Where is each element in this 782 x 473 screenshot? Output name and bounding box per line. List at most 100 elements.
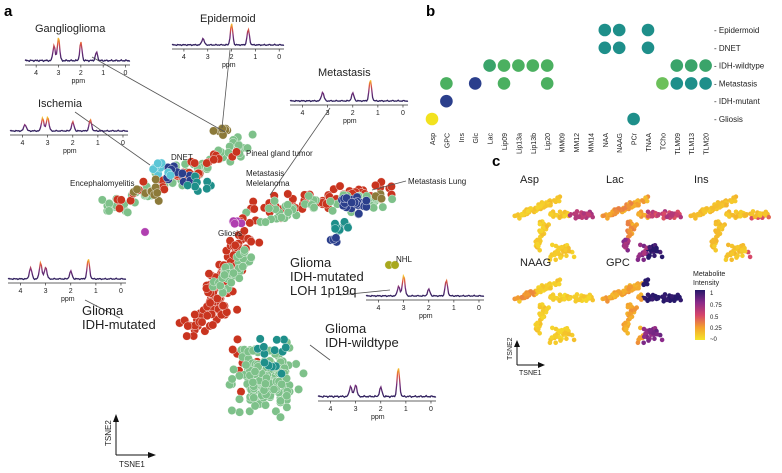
map-point xyxy=(752,214,758,220)
tsne-point xyxy=(378,202,388,212)
tsne-point xyxy=(276,396,285,406)
map-point xyxy=(535,320,540,326)
map-point xyxy=(549,212,554,217)
colorbar-tick-025: 0.25 xyxy=(710,326,722,332)
tsne-point xyxy=(205,298,215,308)
map-point xyxy=(576,214,582,220)
map-point xyxy=(574,294,579,299)
label-nhl: NHL xyxy=(396,255,413,264)
tsne-point xyxy=(202,311,212,321)
map-point xyxy=(553,199,558,204)
map-point xyxy=(557,214,563,219)
dotplot-col-label: NAA xyxy=(603,133,610,148)
annotations: Ganglioglioma Epidermoid Ischemia Metast… xyxy=(35,13,466,350)
tsne-point xyxy=(208,320,218,330)
tsne-point xyxy=(259,342,269,352)
tsne-point xyxy=(183,180,193,190)
map-point xyxy=(731,195,736,200)
map-point xyxy=(734,255,739,260)
panel-label-c: c xyxy=(492,153,500,170)
dotplot-point xyxy=(670,59,684,72)
tsne-point xyxy=(159,184,169,194)
dotplot-point xyxy=(656,77,669,90)
map-point xyxy=(645,297,651,302)
map-point xyxy=(695,211,701,217)
map-point xyxy=(559,244,564,250)
dotplot-point xyxy=(641,23,655,37)
dotplot-point xyxy=(684,59,698,72)
tsne-point xyxy=(209,155,219,165)
tsne-point xyxy=(270,196,279,206)
map-point xyxy=(562,297,567,302)
tsne-axes-a: TSNE2 TSNE1 xyxy=(104,414,156,469)
map-point xyxy=(563,247,568,253)
tsne-point xyxy=(250,367,260,376)
map-point xyxy=(645,292,651,298)
map-point xyxy=(607,294,613,300)
map-point xyxy=(586,295,592,300)
map-point xyxy=(586,212,592,217)
map-point xyxy=(733,209,739,215)
spectrum-tick: 3 xyxy=(206,54,210,61)
map-point xyxy=(645,209,651,215)
map-point xyxy=(559,327,564,333)
map-point xyxy=(729,257,734,263)
map-point xyxy=(638,242,643,248)
map-point xyxy=(571,337,577,343)
map-point xyxy=(528,289,534,294)
tsne-point xyxy=(140,227,150,237)
map-point xyxy=(725,252,731,257)
tsne-point xyxy=(283,200,293,210)
spectrum-title-ischemia: Ischemia xyxy=(38,98,83,110)
tsne-point xyxy=(236,387,246,397)
metabolite-dot-plot: - Epidermoid- DNET- IDH-wildtype- Metast… xyxy=(425,23,765,155)
spectrum-tick: 2 xyxy=(71,140,75,147)
dotplot-point xyxy=(512,59,525,72)
map-point xyxy=(732,198,738,204)
spectrum-tick: 4 xyxy=(21,140,25,147)
dotplot-col-label: MM09 xyxy=(560,133,567,153)
tsne-point xyxy=(246,237,256,247)
map-point xyxy=(659,337,665,343)
label-glioma-wildtype-2: IDH-wildtype xyxy=(325,335,399,350)
map-point xyxy=(637,335,643,340)
map-title: NAAG xyxy=(520,257,551,269)
map-point xyxy=(550,325,555,331)
label-glioma-loh-3: LOH 1p19q xyxy=(290,283,357,298)
tsne-point xyxy=(387,194,397,204)
map-point xyxy=(740,253,745,259)
tsne-point xyxy=(234,371,244,381)
dotplot-col-label: Asp xyxy=(430,133,437,145)
map-point xyxy=(558,338,563,343)
spectrum-tick: 1 xyxy=(452,305,456,312)
map-point xyxy=(739,247,744,253)
tsne-point xyxy=(276,412,285,422)
tsne-point xyxy=(212,294,222,303)
metabolite-map-ins: Ins xyxy=(688,174,771,263)
spectrum-tick: 1 xyxy=(404,406,408,413)
dotplot-col-label: Lip13b xyxy=(531,133,538,154)
map-point xyxy=(607,211,613,217)
map-point xyxy=(627,311,632,317)
map-point xyxy=(628,232,633,237)
map-point xyxy=(566,331,572,337)
map-point xyxy=(553,340,558,346)
label-metastasis-melanoma-1: Metastasis xyxy=(246,169,284,178)
map-point xyxy=(729,251,735,256)
spectrum-tick: 4 xyxy=(182,54,186,61)
spectrum-tick: 3 xyxy=(402,305,406,312)
tsne-point xyxy=(309,203,319,212)
map-point xyxy=(723,257,729,263)
dotplot-col-label: MM12 xyxy=(574,133,581,153)
tsne-point xyxy=(239,226,249,236)
tsne-point xyxy=(116,195,126,205)
map-point xyxy=(555,195,560,200)
colorbar-tick-05: 0.5 xyxy=(710,315,719,321)
spectrum-line xyxy=(7,259,127,281)
map-point xyxy=(605,216,610,221)
spectrum-tick: 1 xyxy=(96,140,100,147)
dotplot-col-label: Ins xyxy=(459,133,466,143)
tsne-point xyxy=(227,374,237,384)
map-point xyxy=(636,202,641,208)
